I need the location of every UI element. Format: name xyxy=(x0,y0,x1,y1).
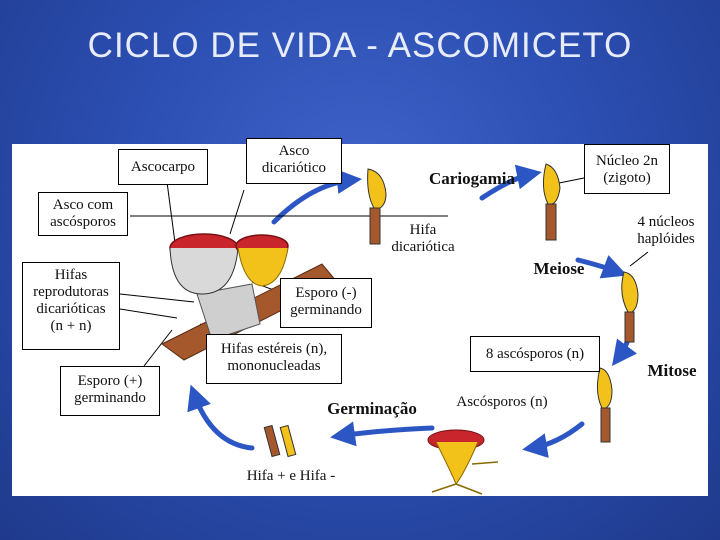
label-8-ascosporos: 8 ascósporos (n) xyxy=(470,336,600,372)
label-asco-dicariotico: Asco dicariótico xyxy=(246,138,342,184)
label-germinacao: Germinação xyxy=(327,399,417,418)
cycle-arrows xyxy=(187,164,637,458)
label-ascocarpo: Ascocarpo xyxy=(118,149,208,185)
label-hifas-estereis: Hifas estéreis (n), mononucleadas xyxy=(206,334,342,384)
arrow-mitose xyxy=(612,337,637,367)
label-meiose: Meiose xyxy=(533,259,585,278)
label-4-nucleos: 4 núcleos haplóides xyxy=(637,214,695,247)
label-cariogamia: Cariogamia xyxy=(429,169,515,188)
arrow-cariogamia xyxy=(479,164,542,201)
arrow-to-hifa xyxy=(187,384,255,451)
arrow-germinacao xyxy=(330,421,435,447)
arrow-to-asco xyxy=(271,169,362,225)
label-asco-ascosporos: Asco com ascósporos xyxy=(38,192,128,236)
ascus-eight-drawing xyxy=(596,367,613,443)
ascus-dikaryotic-drawing xyxy=(367,168,387,245)
diagram-panel: Ascocarpo Asco dicariótico Cariogamia Nú… xyxy=(12,138,708,496)
ascus-meiosis-drawing xyxy=(621,271,639,343)
label-nucleo-2n: Núcleo 2n (zigoto) xyxy=(584,144,670,194)
label-hifas-reprodutoras: Hifas reprodutoras dicarióticas (n + n) xyxy=(22,262,120,350)
hyphae-pair-drawing xyxy=(263,424,297,458)
label-mitose: Mitose xyxy=(647,361,697,380)
arrow-to-ascosporos xyxy=(522,421,585,458)
slide-title: CICLO DE VIDA - ASCOMICETO xyxy=(87,26,633,65)
label-esporo-positivo: Esporo (+) germinando xyxy=(60,366,160,416)
label-ascosporos-n: Ascósporos (n) xyxy=(456,394,548,410)
germinating-spore-drawing xyxy=(427,429,499,495)
ascus-zygote-drawing xyxy=(542,163,561,241)
label-hifa-mais-menos: Hifa + e Hifa - xyxy=(246,468,336,484)
label-esporo-negativo: Esporo (-) germinando xyxy=(280,278,372,328)
arrow-meiose xyxy=(575,255,628,279)
label-hifa-dicariotica: Hifa dicariótica xyxy=(391,222,455,255)
